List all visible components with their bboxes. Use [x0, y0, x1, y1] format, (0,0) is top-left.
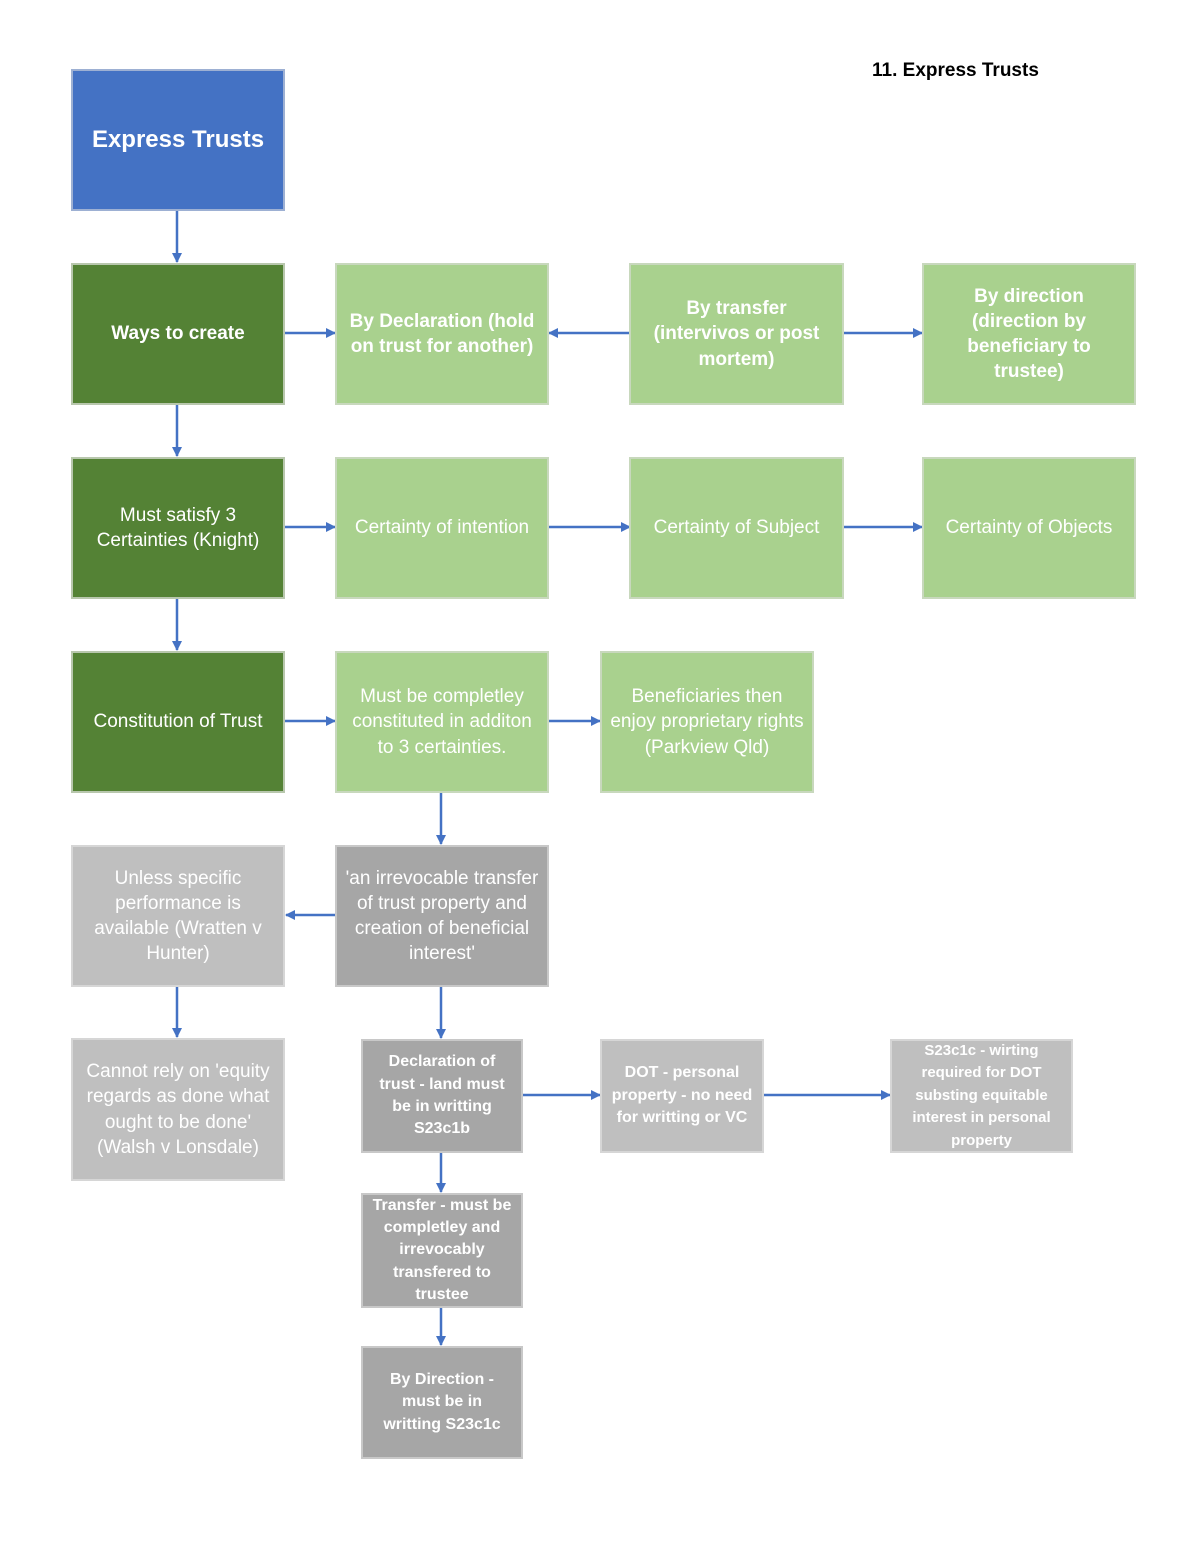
node-equity-regards: Cannot rely on 'equity regards as done w…	[71, 1038, 285, 1181]
node-by-transfer: By transfer (intervivos or post mortem)	[629, 263, 844, 405]
node-irrevocable-transfer: 'an irrevocable transfer of trust proper…	[335, 845, 549, 987]
node-completely-constituted: Must be completley constituted in addito…	[335, 651, 549, 793]
node-by-declaration: By Declaration (hold on trust for anothe…	[335, 263, 549, 405]
page-title: 11. Express Trusts	[872, 60, 1039, 81]
node-certainty-intention: Certainty of intention	[335, 457, 549, 599]
node-dot-personal: DOT - personal property - no need for wr…	[600, 1039, 764, 1153]
node-three-certainties: Must satisfy 3 Certainties (Knight)	[71, 457, 285, 599]
node-certainty-objects: Certainty of Objects	[922, 457, 1136, 599]
node-proprietary-rights: Beneficiaries then enjoy proprietary rig…	[600, 651, 814, 793]
node-express-trusts: Express Trusts	[71, 69, 285, 211]
node-transfer-complete: Transfer - must be completley and irrevo…	[361, 1193, 523, 1308]
node-direction-writing: By Direction - must be in writting S23c1…	[361, 1346, 523, 1459]
node-ways-to-create: Ways to create	[71, 263, 285, 405]
node-declaration-land: Declaration of trust - land must be in w…	[361, 1039, 523, 1153]
node-specific-performance: Unless specific performance is available…	[71, 845, 285, 987]
node-s23c1c-writing: S23c1c - wirting required for DOT substi…	[890, 1039, 1073, 1153]
node-constitution: Constitution of Trust	[71, 651, 285, 793]
node-certainty-subject: Certainty of Subject	[629, 457, 844, 599]
node-by-direction: By direction (direction by beneficiary t…	[922, 263, 1136, 405]
